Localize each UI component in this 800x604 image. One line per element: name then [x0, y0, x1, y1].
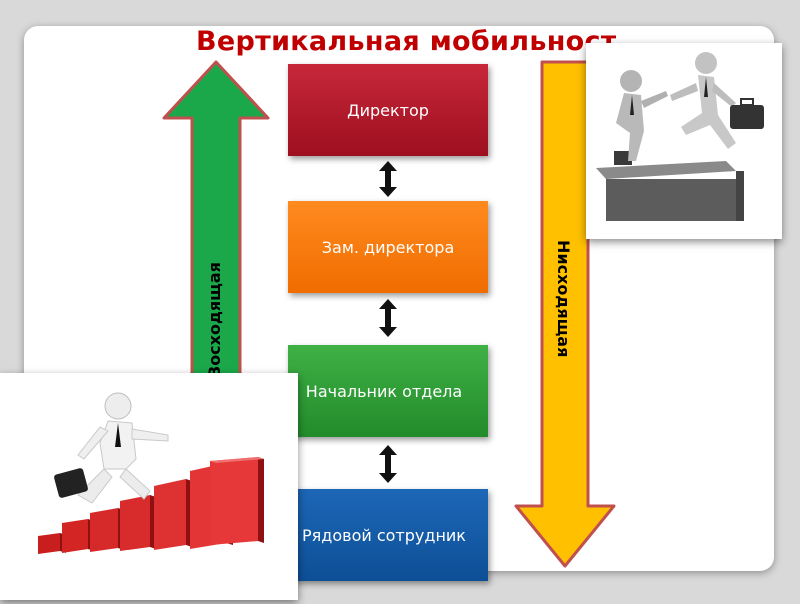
slide-title: Вертикальная мобильность — [196, 26, 616, 57]
businessmen-kicking-image — [586, 43, 782, 239]
downward-label: Нисходящая — [554, 240, 573, 358]
box-department-head-label: Начальник отдела — [305, 381, 463, 401]
box-ordinary-employee: Рядовой сотрудник — [288, 489, 488, 581]
connector-arrow-3 — [379, 445, 397, 483]
box-director-label: Директор — [347, 100, 429, 120]
connector-arrow-1 — [379, 161, 397, 197]
box-ordinary-employee-label: Рядовой сотрудник — [302, 525, 466, 545]
box-director: Директор — [288, 64, 488, 156]
businessman-climbing-steps-image — [0, 373, 298, 600]
box-deputy-director: Зам. директора — [288, 201, 488, 293]
upward-label: Восходящая — [205, 262, 224, 378]
box-department-head: Начальник отдела — [288, 345, 488, 437]
box-deputy-director-label: Зам. директора — [321, 237, 455, 257]
connector-arrow-2 — [379, 299, 397, 337]
